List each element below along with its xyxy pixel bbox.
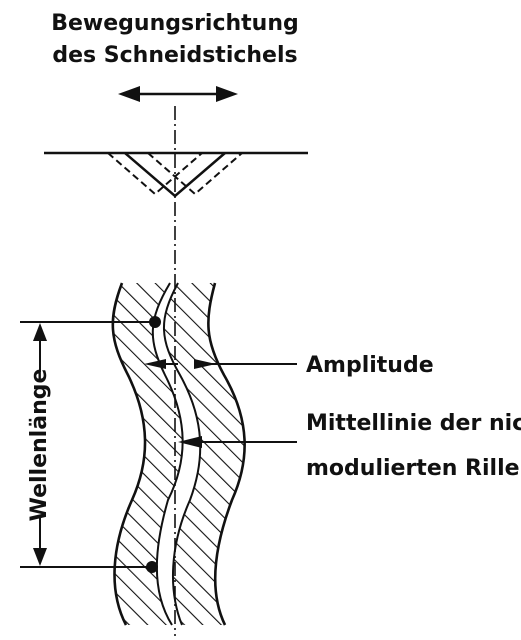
stylus-profile [44, 151, 308, 198]
stylus-solid-v [124, 152, 226, 198]
amplitude-arrow-left [144, 359, 166, 369]
centerline-indicator [178, 436, 297, 448]
wave-crest-dot-bottom [146, 561, 158, 573]
heading-line-1: Bewegungsrichtung [51, 11, 299, 36]
heading-line-2: des Schneidstichels [52, 43, 297, 68]
centerline-arrow [178, 436, 202, 448]
direction-arrow [118, 86, 238, 102]
wavelength-arrow-up [33, 323, 47, 341]
stylus-dashed-v-right [147, 152, 243, 196]
wavelength-dimension [20, 316, 161, 573]
label-amplitude: Amplitude [306, 353, 434, 378]
wavelength-arrow-down [33, 548, 47, 566]
label-centerline-line-1: Mittellinie der nicht [306, 411, 521, 436]
wave-crest-dot-top [149, 316, 161, 328]
stylus-dashed-v-left [107, 152, 203, 196]
amplitude-indicator [144, 359, 297, 369]
label-centerline-line-2: modulierten Rille [306, 456, 520, 481]
label-wavelength: Wellenlänge [27, 369, 52, 522]
